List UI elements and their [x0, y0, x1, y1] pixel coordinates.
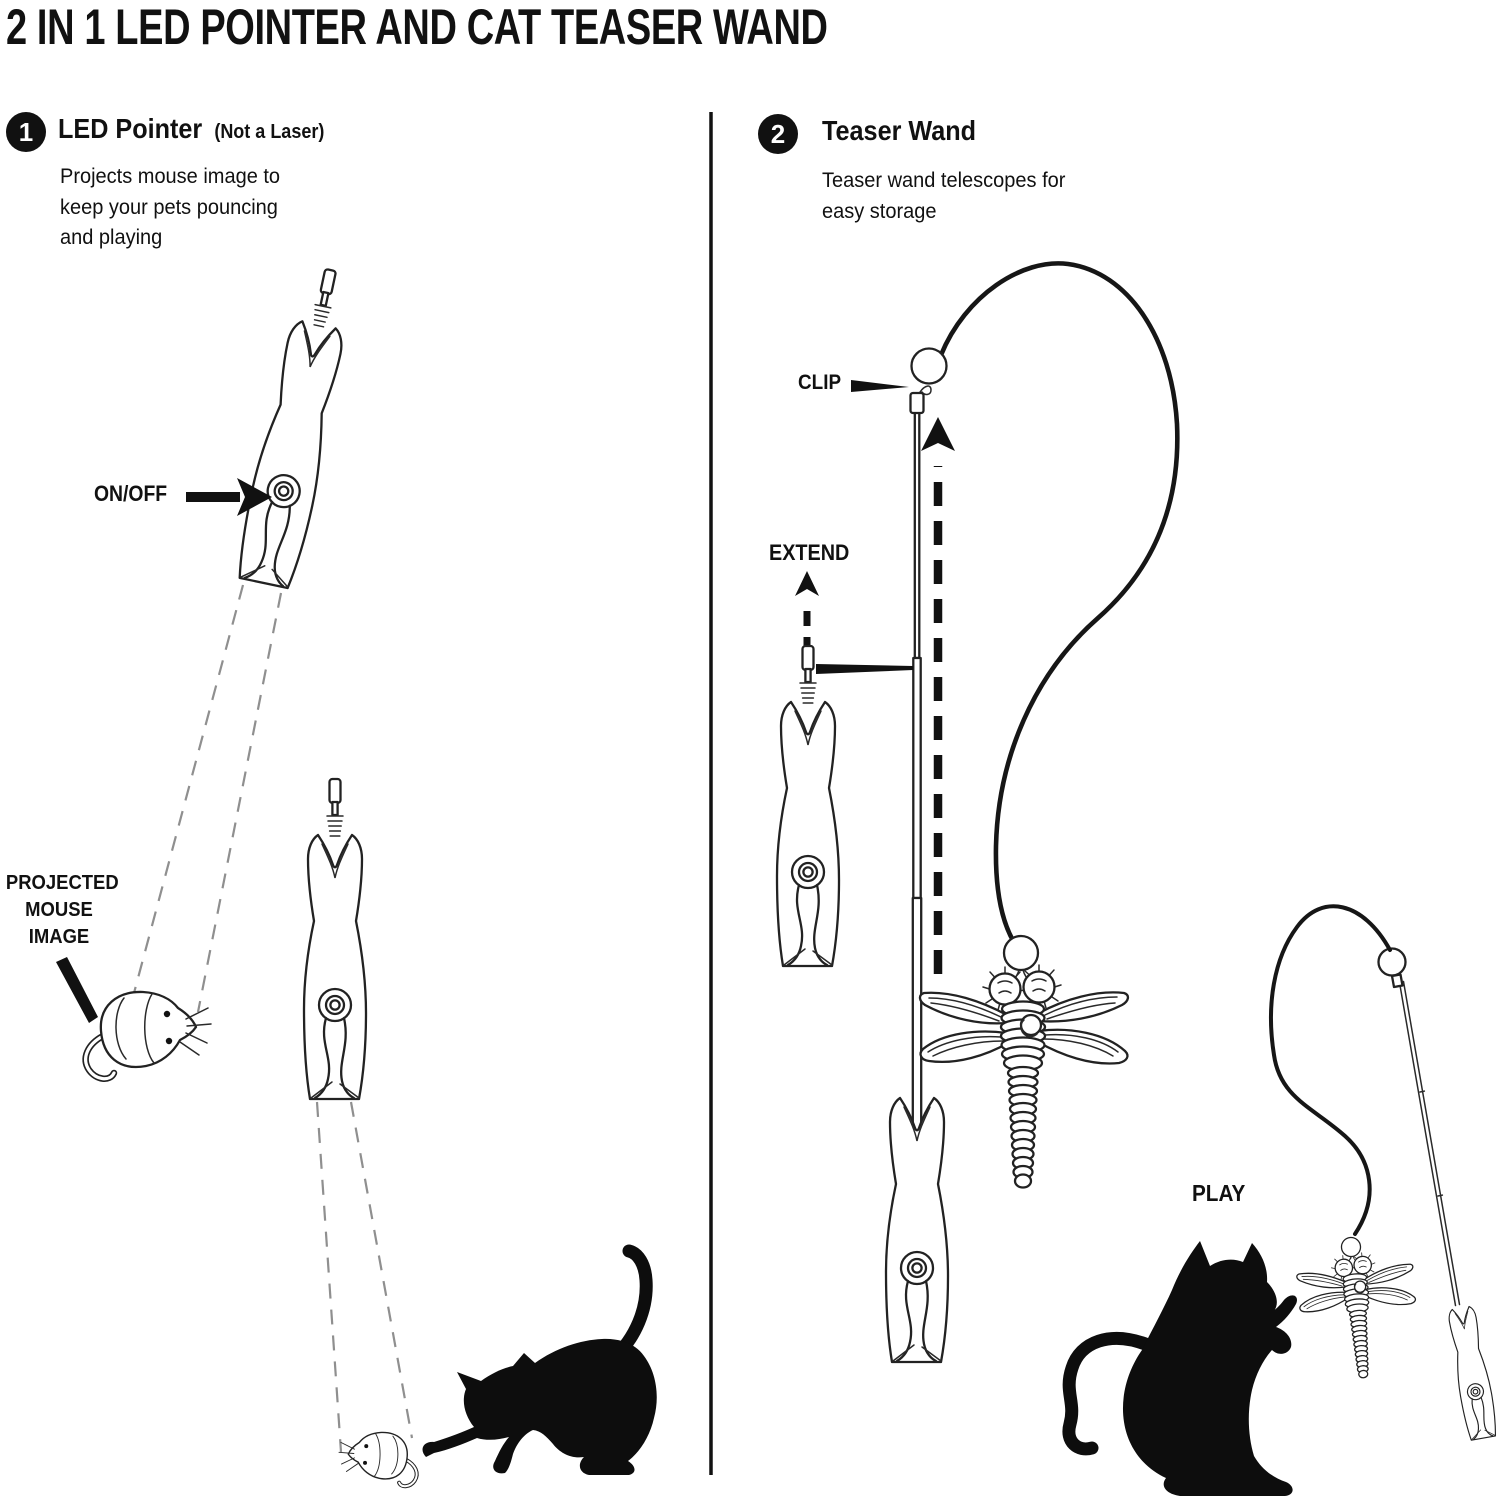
led-pointer-description: Projects mouse image to keep your pets p…: [60, 161, 280, 253]
step-2-number: 2: [770, 118, 786, 149]
small-projected-mouse: [339, 1432, 417, 1486]
retract-dashed-arrow: [921, 417, 955, 974]
sitting-cat-silhouette: [1062, 1241, 1297, 1496]
description-line: Projects mouse image to: [60, 164, 281, 188]
extended-wand-handle: [884, 1096, 950, 1364]
dragonfly-toy: [918, 934, 1130, 1189]
teaser-wand-description: Teaser wand telescopes for easy storage: [822, 165, 1065, 226]
description-line: Teaser wand telescopes for: [822, 168, 1066, 192]
step-2-badge: 2: [758, 114, 798, 154]
led-pointer-heading-row: LED Pointer (Not a Laser): [58, 113, 324, 145]
step-1-number: 1: [18, 116, 34, 147]
teaser-wand-heading: Teaser Wand: [822, 115, 977, 146]
play-wand: [1268, 904, 1461, 1307]
led-projection-lines: [128, 584, 414, 1453]
play-wand-handle: [1444, 1304, 1500, 1442]
clip-pointer-line: [851, 380, 909, 392]
teaser-string: [938, 261, 1180, 950]
collapsed-wand-handle: [775, 644, 841, 968]
projected-mouse-label-line: IMAGE: [28, 925, 90, 949]
projected-mouse-image: [86, 992, 211, 1079]
led-pointer-heading: LED Pointer: [58, 113, 203, 144]
pouncing-cat-silhouette: [422, 1244, 657, 1475]
telescoping-pole: [911, 404, 923, 1142]
step-1-badge: 1: [6, 112, 46, 152]
led-pointer-heading-note: (Not a Laser): [214, 121, 325, 143]
play-dragonfly-toy: [1293, 1231, 1423, 1384]
led-pointer-device-top: [232, 267, 351, 591]
clip-label: CLIP: [798, 371, 842, 394]
extend-dashed-arrow: [795, 571, 819, 652]
led-pointer-device-vertical: [302, 777, 368, 1101]
on-off-arrow: [186, 478, 272, 516]
description-line: keep your pets pouncing: [60, 194, 278, 219]
projected-mouse-pointer-line: [56, 957, 98, 1023]
teaser-wand-heading-row: Teaser Wand: [822, 115, 976, 147]
clip-hardware: [909, 347, 948, 415]
description-line: and playing: [60, 225, 163, 250]
description-line: easy storage: [822, 198, 937, 223]
extend-pointer-line: [816, 664, 913, 674]
projected-mouse-label-line: MOUSE: [25, 898, 93, 922]
on-off-label: ON/OFF: [94, 481, 168, 506]
extend-label: EXTEND: [769, 540, 850, 565]
page-title: 2 IN 1 LED POINTER AND CAT TEASER WAND: [6, 0, 828, 55]
projected-mouse-label: PROJECTED MOUSE IMAGE: [5, 869, 119, 950]
play-label: PLAY: [1192, 1180, 1246, 1206]
projected-mouse-label-line: PROJECTED: [5, 871, 119, 894]
